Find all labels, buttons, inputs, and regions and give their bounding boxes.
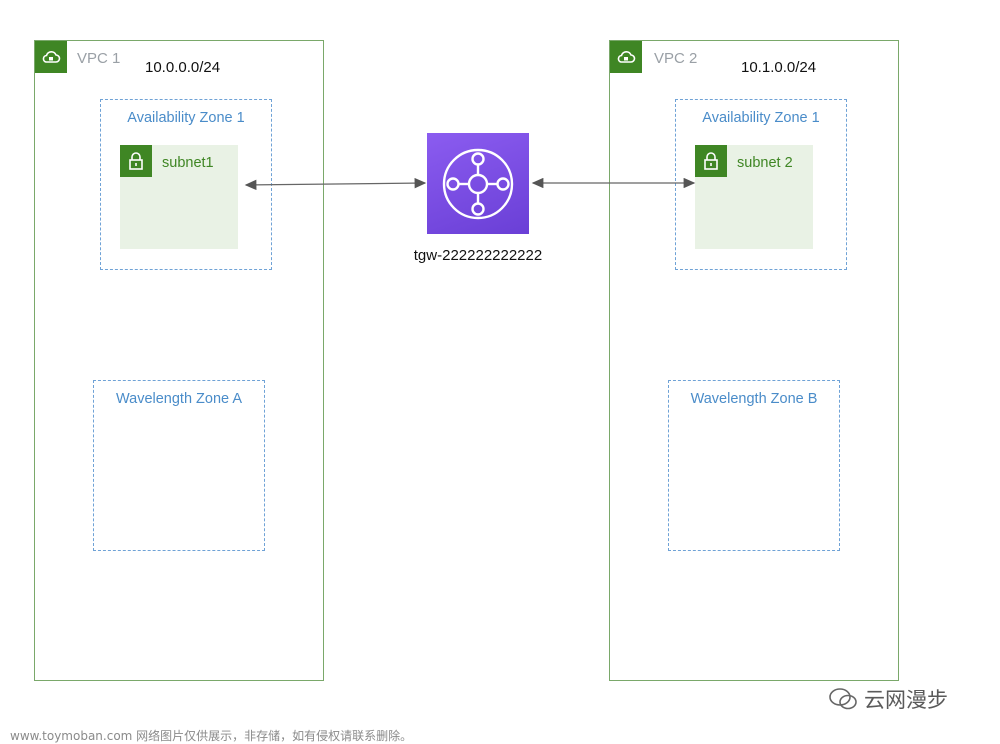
vpc-cloud-icon: [610, 41, 642, 73]
watermark-source: www.toymoban.com 网络图片仅供展示，非存储，如有侵权请联系删除。: [10, 729, 413, 743]
vpc-2-availability-zone: Availability Zone 1 subnet 2: [675, 99, 847, 270]
watermark-brand-text: 云网漫步: [864, 688, 948, 712]
vpc-1-wavelength-zone: Wavelength Zone A: [93, 380, 265, 551]
transit-gateway-label: tgw-222222222222: [413, 247, 543, 264]
wavelength-zone-label: Wavelength Zone A: [115, 391, 242, 407]
vpc-2-cidr: 10.1.0.0/24: [741, 59, 817, 76]
vpc-1-availability-zone: Availability Zone 1 subnet1: [100, 99, 272, 270]
watermark-brand: 云网漫步: [828, 684, 948, 714]
transit-gateway-icon: [427, 133, 529, 234]
lock-icon: [120, 145, 152, 177]
availability-zone-label: Availability Zone 1: [702, 110, 820, 126]
vpc-2-subnet: subnet 2: [695, 145, 813, 249]
subnet1-to-tgw-arrow: [244, 177, 427, 191]
wavelength-zone-label: Wavelength Zone B: [690, 391, 818, 407]
lock-icon: [695, 145, 727, 177]
vpc-1-subnet: subnet1: [120, 145, 238, 249]
subnet-1-label: subnet1: [162, 155, 214, 171]
availability-zone-label: Availability Zone 1: [127, 110, 245, 126]
vpc-1-container: VPC 1 10.0.0.0/24 Availability Zone 1 su…: [34, 40, 324, 681]
subnet-2-label: subnet 2: [737, 155, 793, 171]
vpc-1-cidr: 10.0.0.0/24: [145, 59, 221, 76]
vpc-2-label: VPC 2: [654, 50, 698, 67]
vpc-2-container: VPC 2 10.1.0.0/24 Availability Zone 1 su…: [609, 40, 899, 681]
wechat-icon: [829, 688, 857, 710]
vpc-cloud-icon: [35, 41, 67, 73]
vpc-1-label: VPC 1: [77, 50, 121, 67]
vpc-2-wavelength-zone: Wavelength Zone B: [668, 380, 840, 551]
